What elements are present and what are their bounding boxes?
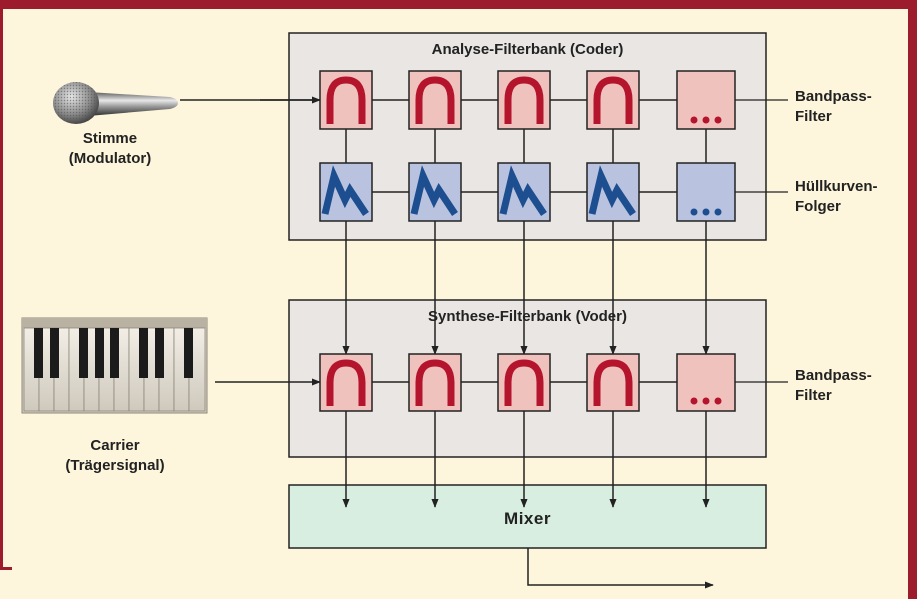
bandpass-top-label-line2: Filter (795, 108, 832, 125)
bandpass-curve-icon (504, 76, 544, 124)
bandpass-filter (586, 70, 640, 130)
bandpass-bottom-label-line1: Bandpass- (795, 367, 872, 384)
bandpass-curve-icon (415, 76, 455, 124)
envelope-label-line2: Folger (795, 198, 841, 215)
envelope-follower-more (676, 162, 736, 222)
bandpass-curve-icon (504, 359, 544, 406)
bandpass-curve-icon (593, 359, 633, 406)
ellipsis-icon (690, 116, 722, 124)
synthesis-bandpass-filter (408, 353, 462, 412)
envelope-follower (497, 162, 551, 222)
bandpass-filter (408, 70, 462, 130)
envelope-follower-icon (410, 165, 458, 216)
synthesis-bandpass-filter (586, 353, 640, 412)
bandpass-curve-icon (415, 359, 455, 406)
voice-label-line1: Stimme (82, 130, 138, 147)
bandpass-curve-icon (593, 76, 633, 124)
mixer-label: Mixer (504, 509, 551, 528)
carrier-label-line1: Carrier (90, 437, 140, 454)
bandpass-curve-icon (326, 76, 366, 124)
bandpass-top-label-line1: Bandpass- (795, 88, 872, 105)
synthesis-bandpass-filter (319, 353, 373, 412)
envelope-follower-icon (499, 165, 547, 216)
envelope-follower (319, 162, 373, 222)
envelope-follower (586, 162, 640, 222)
frame-left-edge (0, 9, 3, 569)
bandpass-filter-more (676, 70, 736, 130)
synthesis-bandpass-filter-more (676, 353, 736, 412)
envelope-follower-icon (588, 165, 636, 216)
ellipsis-icon (690, 208, 722, 216)
mixer-output-arrow (527, 548, 714, 589)
bandpass-filter (497, 70, 551, 130)
mixer-box (288, 484, 767, 549)
envelope-label-line1: Hüllkurven- (795, 178, 878, 195)
voice-label-line2: (Modulator) (68, 150, 152, 167)
ellipsis-icon (690, 397, 722, 405)
synthesis-filterbank-title: Synthese-Filterbank (Voder) (428, 308, 627, 325)
envelope-follower-icon (321, 165, 369, 216)
synthesis-bandpass-filter (497, 353, 551, 412)
carrier-label-line2: (Trägersignal) (65, 457, 165, 474)
frame-corner-stub (0, 567, 12, 570)
bandpass-bottom-label-line2: Filter (795, 387, 832, 404)
envelope-follower (408, 162, 462, 222)
bandpass-curve-icon (326, 359, 366, 406)
microphone-icon (53, 82, 178, 124)
analysis-filterbank-title: Analyse-Filterbank (Coder) (431, 41, 624, 58)
keyboard-icon (21, 317, 208, 414)
bandpass-filter (319, 70, 373, 130)
